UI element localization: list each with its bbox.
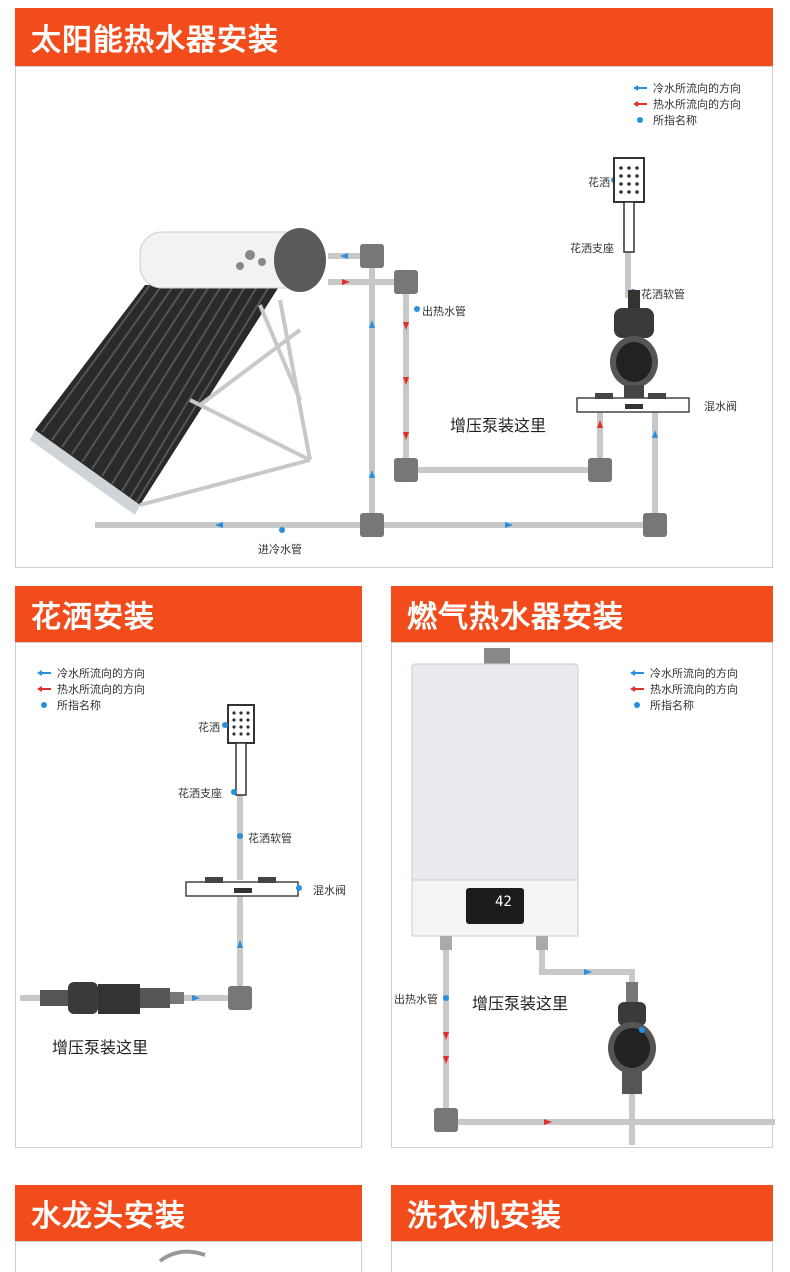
legend-pointer-row: 所指名称 [633, 112, 741, 128]
pump-icon [40, 982, 184, 1014]
pointer-dot-icon [637, 117, 643, 123]
legend-hot-label: 热水所流向的方向 [57, 683, 145, 696]
shower-section-title: 花洒安装 [15, 586, 362, 642]
solar-section-title: 太阳能热水器安装 [15, 8, 773, 66]
legend-hot-row: 热水所流向的方向 [630, 681, 738, 697]
pump-icon [608, 982, 656, 1094]
solar-diagram [30, 157, 690, 537]
gas-legend: 冷水所流向的方向 热水所流向的方向 所指名称 [630, 665, 738, 713]
faucet-section-title: 水龙头安装 [15, 1185, 362, 1241]
label-pump-here-3: 增压泵装这里 [472, 994, 569, 1013]
legend-cold-label: 冷水所流向的方向 [57, 667, 145, 680]
solar-title-text: 太阳能热水器安装 [31, 23, 279, 58]
legend-pointer-label: 所指名称 [650, 699, 694, 712]
faucet-title-text: 水龙头安装 [31, 1199, 186, 1234]
shower-title-text: 花洒安装 [31, 600, 155, 635]
label-pump-here: 增压泵装这里 [450, 416, 547, 435]
shower-head-icon [613, 157, 645, 253]
legend-cold-label: 冷水所流向的方向 [653, 82, 741, 95]
heater-display-readout: 42 [495, 894, 512, 910]
label-shower-mount-2: 花洒支座 [178, 787, 222, 800]
legend-pointer-row: 所指名称 [37, 697, 145, 713]
gas-heater-icon [411, 648, 579, 950]
shower-head-icon [227, 704, 255, 796]
label-hot-out-pipe-2: 出热水管 [394, 993, 438, 1006]
mixing-valve-icon [576, 393, 690, 413]
solar-legend: 冷水所流向的方向 热水所流向的方向 所指名称 [633, 80, 741, 128]
legend-hot-row: 热水所流向的方向 [633, 96, 741, 112]
legend-cold-row: 冷水所流向的方向 [37, 665, 145, 681]
cold-arrow-icon [37, 670, 51, 676]
cold-arrow-icon [633, 85, 647, 91]
legend-pointer-label: 所指名称 [653, 114, 697, 127]
pointer-dot-icon [41, 702, 47, 708]
shower-legend: 冷水所流向的方向 热水所流向的方向 所指名称 [37, 665, 145, 713]
legend-cold-row: 冷水所流向的方向 [633, 80, 741, 96]
legend-hot-row: 热水所流向的方向 [37, 681, 145, 697]
legend-hot-label: 热水所流向的方向 [650, 683, 738, 696]
pointer-dot-icon [634, 702, 640, 708]
washer-section-title: 洗衣机安装 [391, 1185, 773, 1241]
legend-pointer-label: 所指名称 [57, 699, 101, 712]
legend-hot-label: 热水所流向的方向 [653, 98, 741, 111]
gas-title-text: 燃气热水器安装 [407, 600, 624, 635]
hot-arrow-icon [630, 686, 644, 692]
legend-pointer-row: 所指名称 [630, 697, 738, 713]
gas-section-title: 燃气热水器安装 [391, 586, 773, 642]
label-pump-here-2: 增压泵装这里 [52, 1038, 149, 1057]
label-mixing-valve-2: 混水阀 [313, 884, 346, 897]
label-cold-in-pipe: 进冷水管 [258, 543, 302, 556]
label-shower-hose: 花洒软管 [641, 288, 685, 301]
washer-title-text: 洗衣机安装 [407, 1199, 562, 1234]
legend-cold-row: 冷水所流向的方向 [630, 665, 738, 681]
legend-cold-label: 冷水所流向的方向 [650, 667, 738, 680]
label-shower-hose-2: 花洒软管 [248, 832, 292, 845]
cold-arrow-icon [630, 670, 644, 676]
solar-collector-icon [30, 228, 326, 515]
hot-arrow-icon [37, 686, 51, 692]
label-shower-head: 花洒 [588, 176, 610, 189]
pump-icon [610, 290, 658, 399]
hot-arrow-icon [633, 101, 647, 107]
label-mixing-valve: 混水阀 [704, 400, 737, 413]
label-hot-out-pipe: 出热水管 [422, 305, 466, 318]
washer-diagram-panel [391, 1241, 773, 1272]
label-shower-mount: 花洒支座 [570, 242, 614, 255]
label-shower-head-2: 花洒 [198, 721, 220, 734]
